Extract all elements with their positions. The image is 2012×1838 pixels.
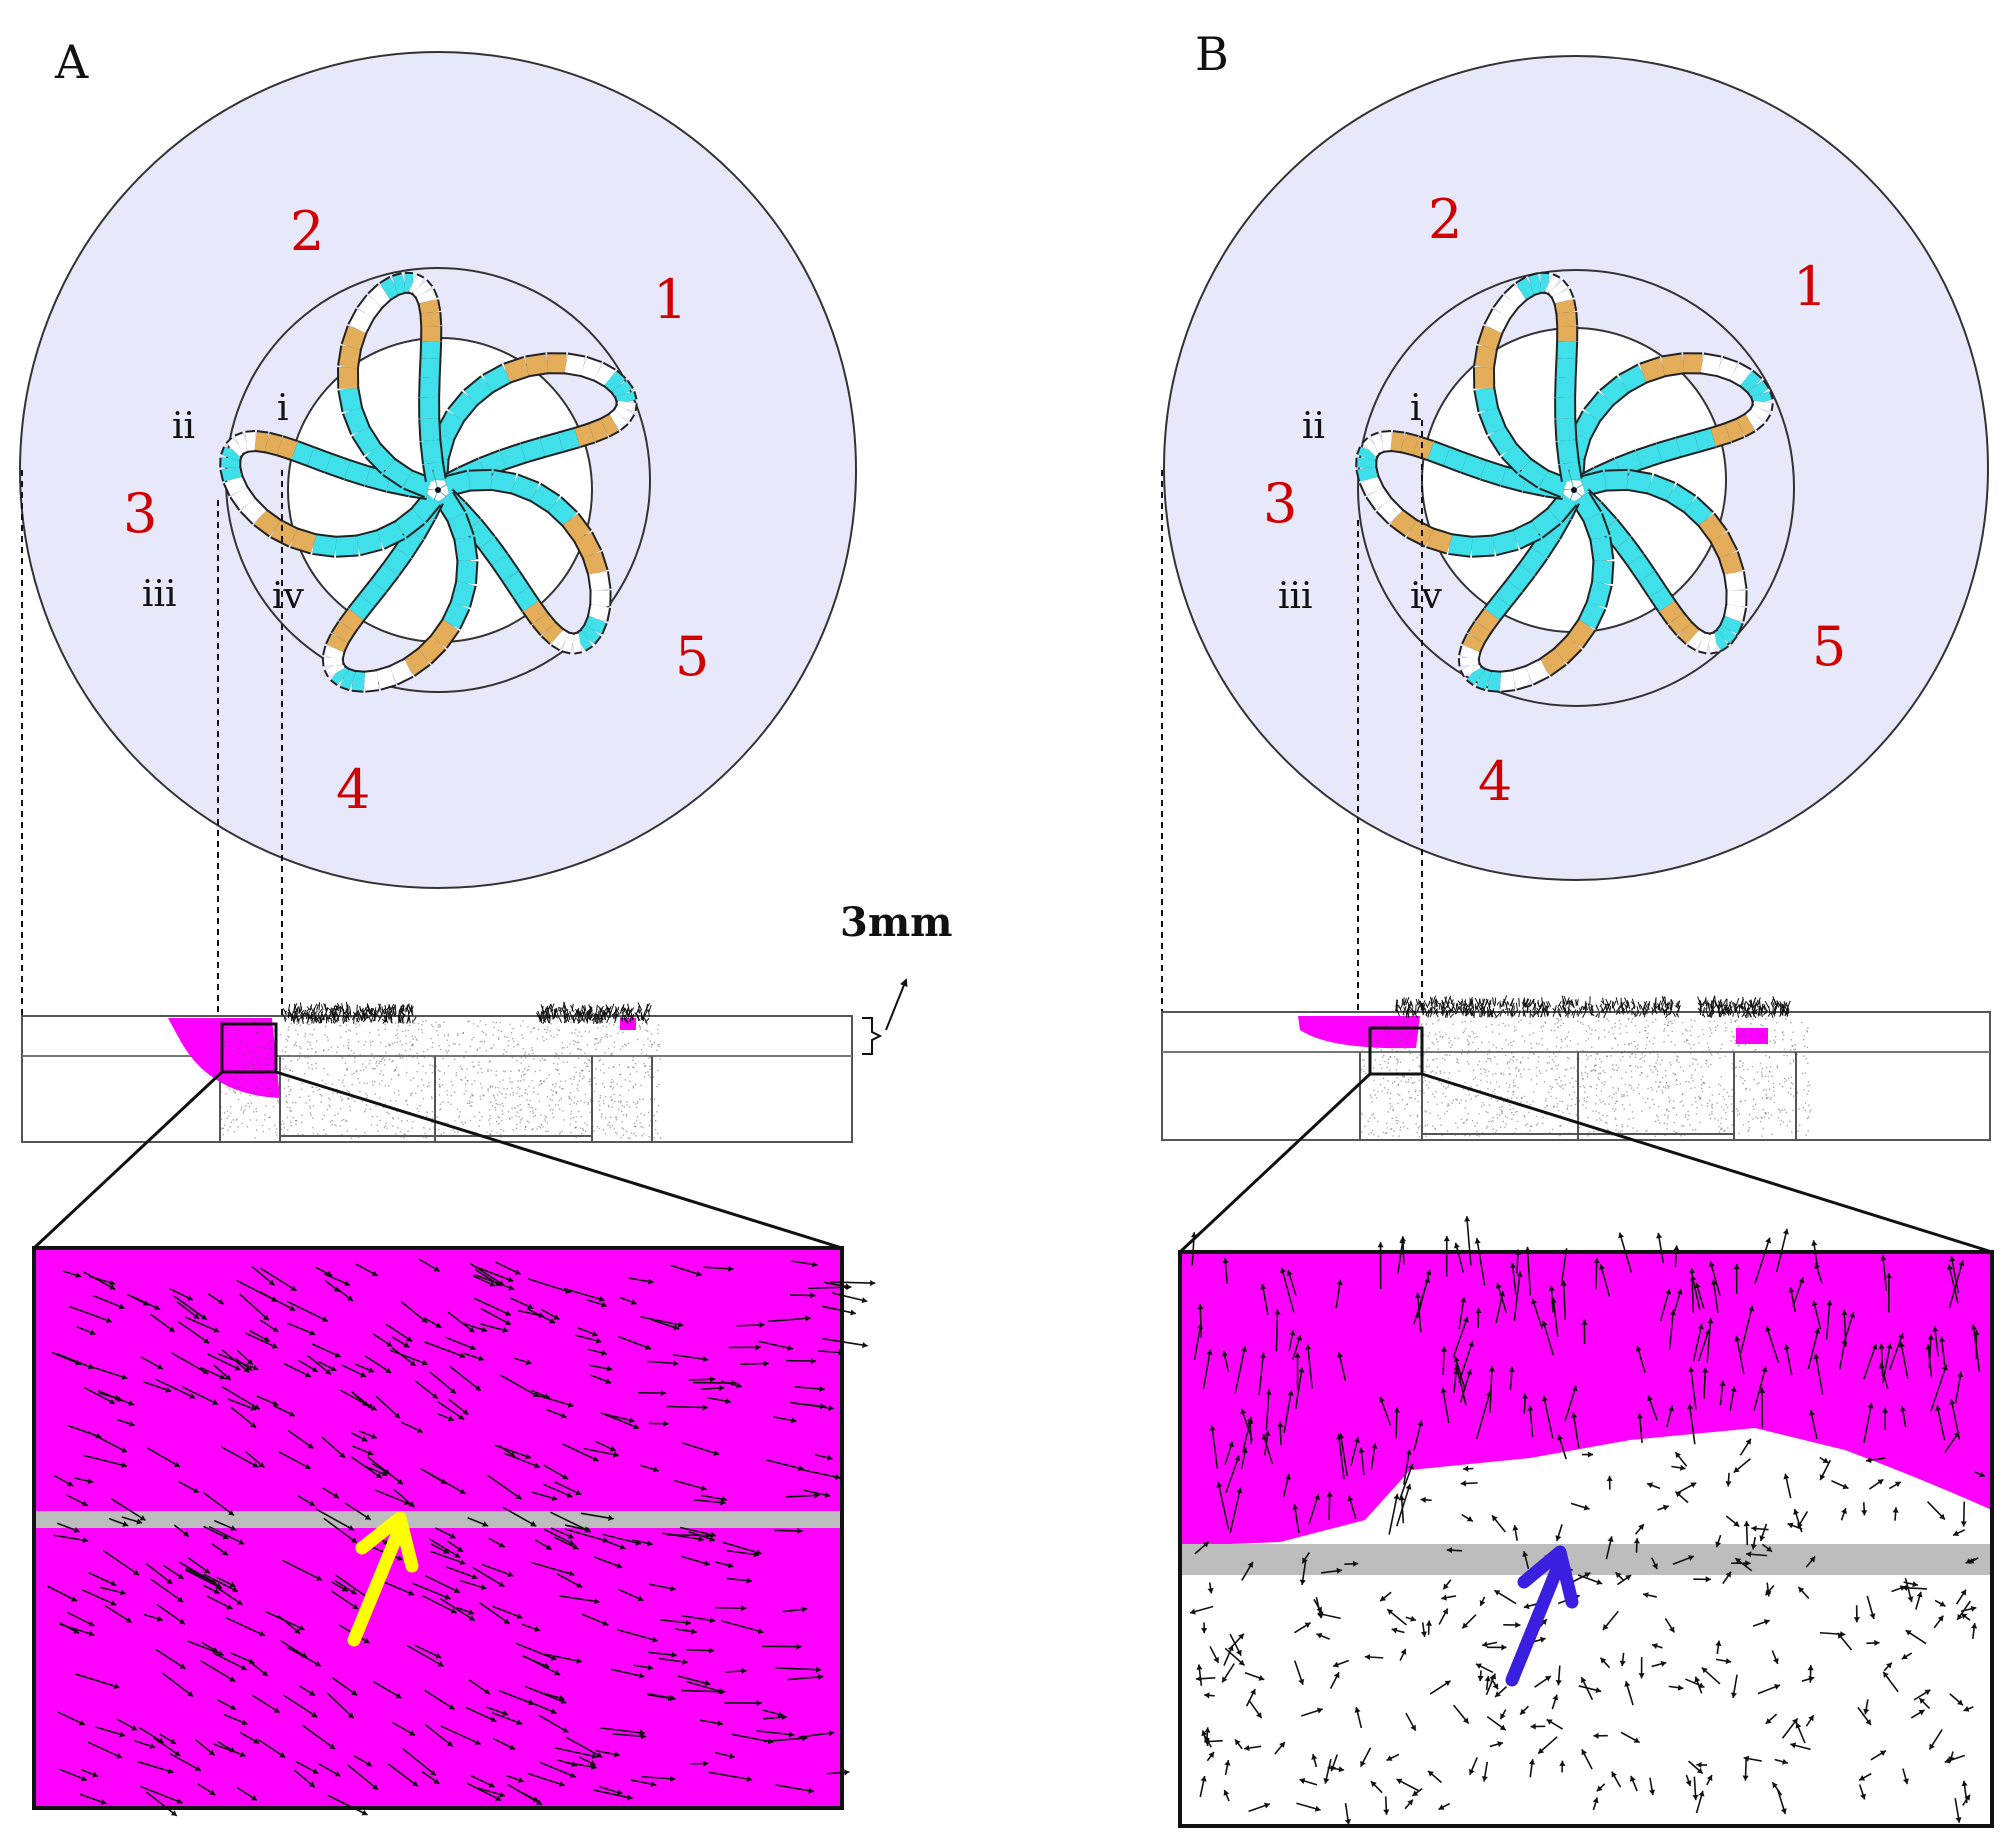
projection-guides [1161,420,1423,1012]
electrode-number-3: 3 [1263,472,1297,535]
electrode-number-4: 4 [1478,750,1512,813]
panel-a: A i ii iii iv 1 2 3 4 5 [19,35,876,1817]
zoom-box [220,1022,278,1074]
panel-label: B [1195,27,1229,81]
arrow-icon [1505,1545,1579,1687]
zoom-panel [32,1246,876,1817]
electrode-number-5: 5 [1812,615,1846,678]
roman-label-iii: iii [1278,576,1313,617]
zoom-box [1368,1026,1424,1076]
electrode-number-5: 5 [675,625,709,688]
roman-label-iv: iv [272,576,305,617]
cross-section [1161,995,1991,1141]
roman-label-i: i [1410,388,1422,429]
electrode-number-1: 1 [1793,255,1827,318]
scale-label: 3mm [840,899,952,946]
electrode-number-2: 2 [290,200,324,263]
electrode-star [219,271,638,693]
electrode-number-4: 4 [336,758,370,821]
magenta-region [1180,1252,1992,1546]
scale-indicator: 3mm [840,899,952,1055]
zoom-panel [1178,1216,1994,1828]
velocity-scatter [1360,995,1812,1138]
velocity-scatter [220,1001,662,1140]
electrode-number-1: 1 [653,268,687,331]
roman-label-ii: ii [172,406,195,447]
outer-ring [1357,269,1795,707]
magenta-region [1298,1016,1420,1049]
roman-label-i: i [277,388,289,429]
membrane-layer [1180,1544,1992,1575]
panel-label: A [54,35,89,89]
roman-label-ii: ii [1302,406,1325,447]
roman-label-iii: iii [142,574,177,615]
panel-b: B i ii iii iv 1 2 3 4 5 [1161,27,1994,1828]
arrow-icon [885,978,908,1031]
electrode-number-2: 2 [1428,188,1462,251]
electrode-star [1355,271,1774,693]
membrane-layer [34,1511,842,1528]
projection-guides [21,470,283,1016]
electrode-number-3: 3 [123,482,157,545]
magenta-region [168,1018,280,1098]
roman-label-iv: iv [1410,576,1443,617]
arrow-icon [347,1511,419,1647]
